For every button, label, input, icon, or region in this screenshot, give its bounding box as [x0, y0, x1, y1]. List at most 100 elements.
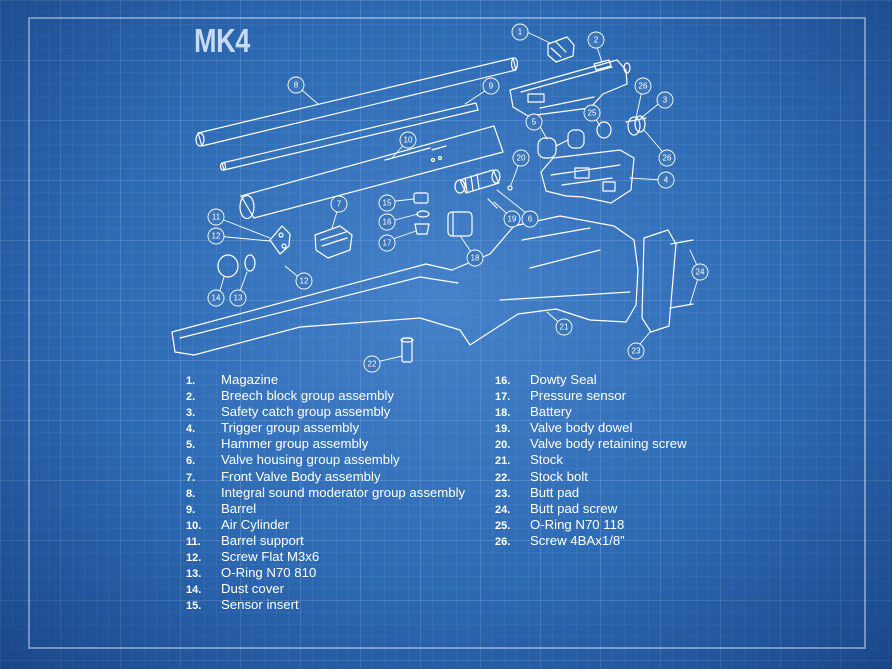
callout-7: 7: [337, 200, 342, 209]
page-title: MK4: [194, 22, 250, 59]
callout-1: 1: [518, 28, 523, 37]
legend-item: 8. Integral sound moderator group assembl…: [186, 485, 465, 501]
parts-legend-right: 16.Dowty Seal 17.Pressure sensor 18.Batt…: [495, 372, 687, 549]
legend-name: Screw 4BAx1/8”: [530, 532, 625, 548]
legend-item: 3. Safety catch group assembly: [186, 404, 465, 420]
legend-name: Hammer group assembly: [221, 436, 369, 452]
legend-item: 25.O-Ring N70 118: [495, 517, 687, 533]
legend-name: Magazine: [221, 372, 279, 387]
part-o-ring-810: [244, 254, 256, 272]
legend-number: 7.: [186, 471, 196, 484]
legend-item: 23. Butt pad: [495, 485, 687, 501]
legend-name: Barrel: [221, 500, 257, 516]
callout-8: 8: [294, 81, 299, 90]
callout-5: 5: [532, 118, 537, 127]
legend-number: 12.: [186, 552, 202, 565]
legend-item: 12.Screw Flat M3x6: [186, 549, 465, 565]
part-breech-block: [509, 59, 631, 117]
legend-name: Dust cover: [221, 581, 285, 597]
legend-item: 5.Hammer group assembly: [186, 436, 465, 452]
legend-item: 17.Pressure sensor: [495, 388, 687, 404]
legend-item: 19. Valve body dowel: [495, 420, 687, 436]
callout-9: 9: [489, 82, 494, 91]
blueprint-frame: [28, 17, 866, 649]
callout-labels: 1 2 3 4 5 6 7 8 9 10 11 12 12 13 14 15 1…: [212, 28, 705, 369]
legend-name: Trigger group assembly: [221, 420, 360, 436]
legend-item: 20.Valve body retaining screw: [495, 436, 687, 452]
part-dust-cover: [217, 254, 239, 278]
callout-14: 14: [212, 294, 221, 303]
legend-item: 24. Butt pad screw: [495, 501, 687, 517]
legend-number: 2.: [186, 391, 196, 404]
part-valve-housing: [454, 169, 501, 194]
legend-number: 11.: [186, 535, 201, 548]
legend-number: 9.: [186, 503, 196, 516]
legend-number: 19.: [495, 423, 511, 436]
legend-name: Safety catch group assembly: [221, 404, 391, 420]
legend-number: 21.: [495, 455, 511, 468]
part-magazine: [547, 36, 575, 63]
callout-6: 6: [528, 215, 533, 224]
legend-item: 10.Air Cylinder: [186, 517, 465, 533]
parts-legend-left: 1. Magazine 2. Breech block group assembly…: [186, 372, 465, 613]
legend-item: 15. Sensor insert: [186, 597, 465, 613]
legend-name: Butt pad screw: [530, 500, 618, 516]
legend-item: 22. Stock bolt: [495, 469, 687, 485]
legend-name: Breech block group assembly: [221, 388, 394, 404]
part-sound-moderator: [195, 57, 519, 147]
legend-name: Air Cylinder: [221, 516, 290, 532]
legend-name: Sensor insert: [221, 597, 299, 613]
legend-name: Valve body dowel: [530, 420, 633, 436]
callout-25: 25: [588, 109, 597, 118]
part-stock-bolt: [400, 337, 414, 363]
legend-number: 24.: [495, 503, 511, 516]
part-trigger-group: [540, 149, 635, 204]
callout-12-right: 12: [300, 277, 309, 286]
callout-22: 22: [368, 360, 377, 369]
part-safety-catch: [625, 115, 647, 136]
legend-name: O-Ring N70 118: [530, 516, 625, 532]
part-butt-pad: [641, 229, 694, 333]
legend-name: O-Ring N70 810: [221, 565, 317, 581]
legend-item: 7. Front Valve Body assembly: [186, 469, 465, 485]
legend-item: 26.Screw 4BAx1/8”: [495, 533, 687, 549]
legend-number: 23.: [495, 487, 511, 500]
legend-name: Valve housing group assembly: [221, 452, 400, 468]
legend-name: Front Valve Body assembly: [221, 468, 381, 484]
callout-10: 10: [404, 136, 413, 145]
legend-item: 16.Dowty Seal: [495, 372, 687, 388]
legend-name: Stock bolt: [530, 468, 588, 484]
callout-13: 13: [234, 294, 243, 303]
legend-name: Battery: [530, 404, 572, 420]
part-stock: [171, 215, 639, 356]
part-o-ring-118: [596, 121, 612, 139]
legend-number: 3.: [186, 407, 196, 420]
legend-number: 16.: [495, 375, 511, 387]
legend-item: 6. Valve housing group assembly: [186, 452, 465, 468]
legend-item: 18.Battery: [495, 404, 687, 420]
callout-23: 23: [632, 347, 641, 356]
legend-name: Pressure sensor: [530, 388, 627, 404]
legend-number: 8.: [186, 487, 196, 500]
callout-19: 19: [508, 215, 517, 224]
part-barrel-support: [269, 225, 291, 255]
legend-number: 13.: [186, 568, 202, 581]
legend-item: 9. Barrel: [186, 501, 465, 517]
callout-26-bottom: 26: [663, 154, 672, 163]
legend-number: 15.: [186, 600, 202, 613]
legend-name: Butt pad: [530, 484, 580, 500]
legend-number: 1.: [186, 375, 196, 387]
callout-3: 3: [663, 96, 668, 105]
legend-name: Integral sound moderator group assembly: [221, 484, 466, 500]
part-air-cylinder: [239, 125, 504, 220]
legend-number: 22.: [495, 471, 511, 484]
part-sensor-parts: [413, 192, 430, 235]
legend-name: Barrel support: [221, 532, 304, 548]
callout-20: 20: [517, 154, 526, 163]
part-valve-body-screw: [507, 185, 513, 191]
part-barrel: [219, 102, 479, 171]
callout-bubbles: [207, 23, 709, 373]
legend-number: 6.: [186, 455, 196, 468]
